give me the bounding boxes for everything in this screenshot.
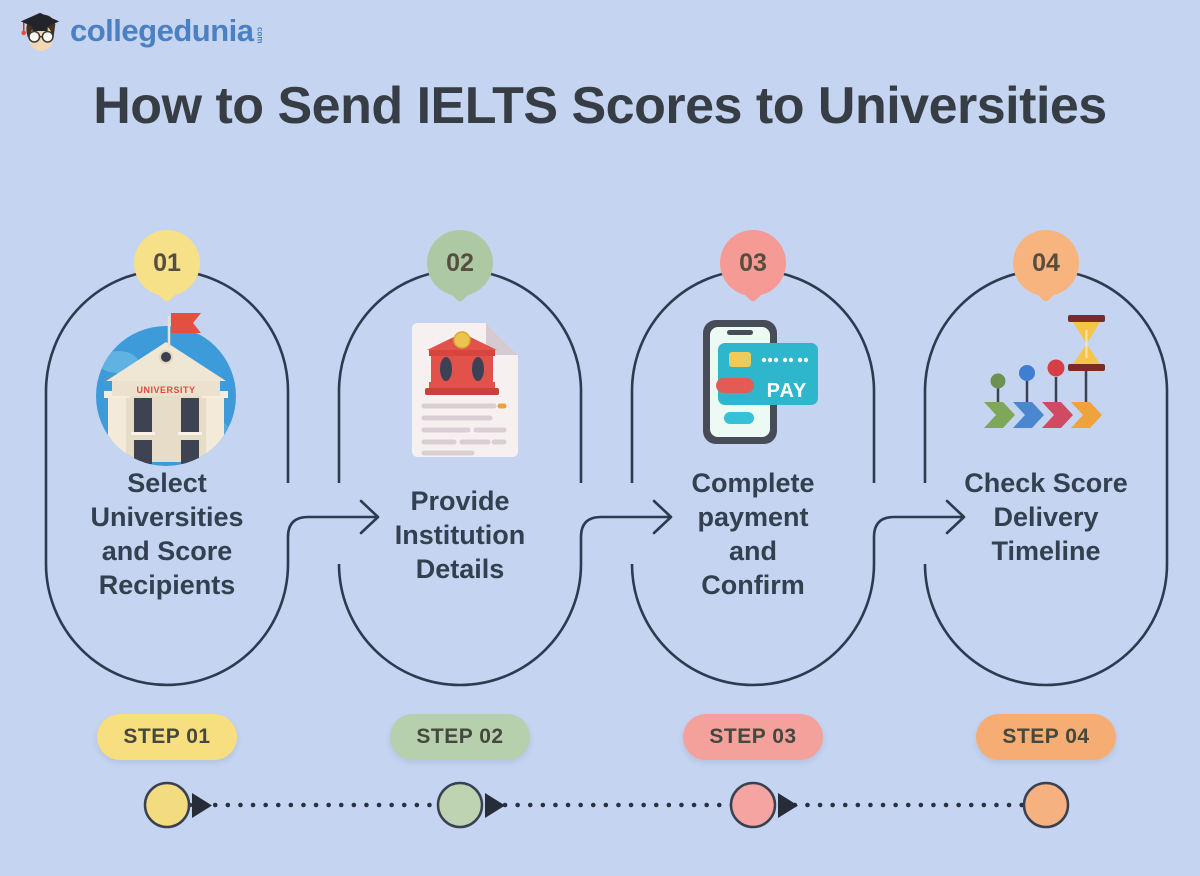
step-number: 03 (739, 248, 767, 277)
flag-icon (171, 313, 201, 333)
university-label: UNIVERSITY (136, 385, 195, 395)
label-line: payment (697, 502, 809, 532)
label-line: Institution (394, 520, 526, 550)
step-2-pin: 02 (427, 230, 493, 303)
step-number: 02 (446, 248, 474, 277)
collegedunia-logo: collegedunia com (18, 8, 264, 54)
label-line: and Score (101, 536, 233, 566)
document-text-lines (421, 403, 507, 456)
card-number-dots (761, 357, 809, 363)
timeline-marker-1 (143, 781, 191, 829)
arrow-1-2-icon (359, 499, 380, 535)
step-3-badge: STEP 03 (683, 714, 823, 760)
collegedunia-mascot-icon (20, 12, 60, 52)
institution-document-icon (412, 323, 518, 457)
label-line: Provide (410, 486, 510, 516)
capsule-4 (923, 268, 1169, 687)
brand-tld: com (255, 26, 265, 43)
capsule-1 (44, 268, 377, 687)
label-line: Recipients (98, 570, 236, 600)
step-2-label: Provide Institution Details (339, 484, 581, 586)
capsule-2-bottom (337, 515, 670, 687)
pin-stems (996, 370, 1088, 403)
step-1-label: Select Universities and Score Recipients (46, 466, 288, 602)
page-title: How to Send IELTS Scores to Universities (93, 77, 1107, 135)
label-line: Timeline (991, 536, 1101, 566)
step-1-badge: STEP 01 (97, 714, 237, 760)
timeline-marker-2 (436, 781, 484, 829)
step-3-label: Complete payment and Confirm (632, 466, 874, 602)
label-line: Check Score (964, 468, 1128, 498)
label-line: Delivery (993, 502, 1099, 532)
arrow-2-3-icon (652, 499, 673, 535)
pay-label: PAY (767, 380, 808, 402)
play-arrow-icon (192, 793, 212, 818)
step-4-label: Check Score Delivery Timeline (925, 466, 1167, 568)
step-1-pin: 01 (134, 230, 200, 303)
step-4-pin: 04 (1013, 230, 1079, 303)
score-delivery-timeline-icon (984, 315, 1105, 428)
label-line: Complete (691, 468, 815, 498)
play-arrow-icon (485, 793, 505, 818)
hourglass-icon (1068, 315, 1105, 371)
timeline-marker-3 (729, 781, 777, 829)
step-number: 04 (1032, 248, 1060, 277)
timeline-marker-4 (1022, 781, 1070, 829)
arrow-3-4-icon (945, 499, 966, 535)
brand-name: collegedunia com (70, 13, 264, 49)
capsule-3-bottom (630, 515, 963, 687)
university-building-icon: UNIVERSITY (96, 313, 236, 466)
step-4-badge: STEP 04 (976, 714, 1116, 760)
label-line: Universities (90, 502, 244, 532)
step-2-badge: STEP 02 (390, 714, 530, 760)
label-line: Details (415, 554, 505, 584)
brand-text: collegedunia (70, 13, 254, 48)
label-line: and (728, 536, 777, 566)
payment-phone-card-icon: PAY (703, 320, 818, 444)
label-line: Confirm (701, 570, 805, 600)
label-line: Select (127, 468, 207, 498)
bottom-timeline (143, 781, 1070, 829)
step-3-pin: 03 (720, 230, 786, 303)
step-number: 01 (153, 248, 181, 277)
play-arrow-icon (778, 793, 798, 818)
